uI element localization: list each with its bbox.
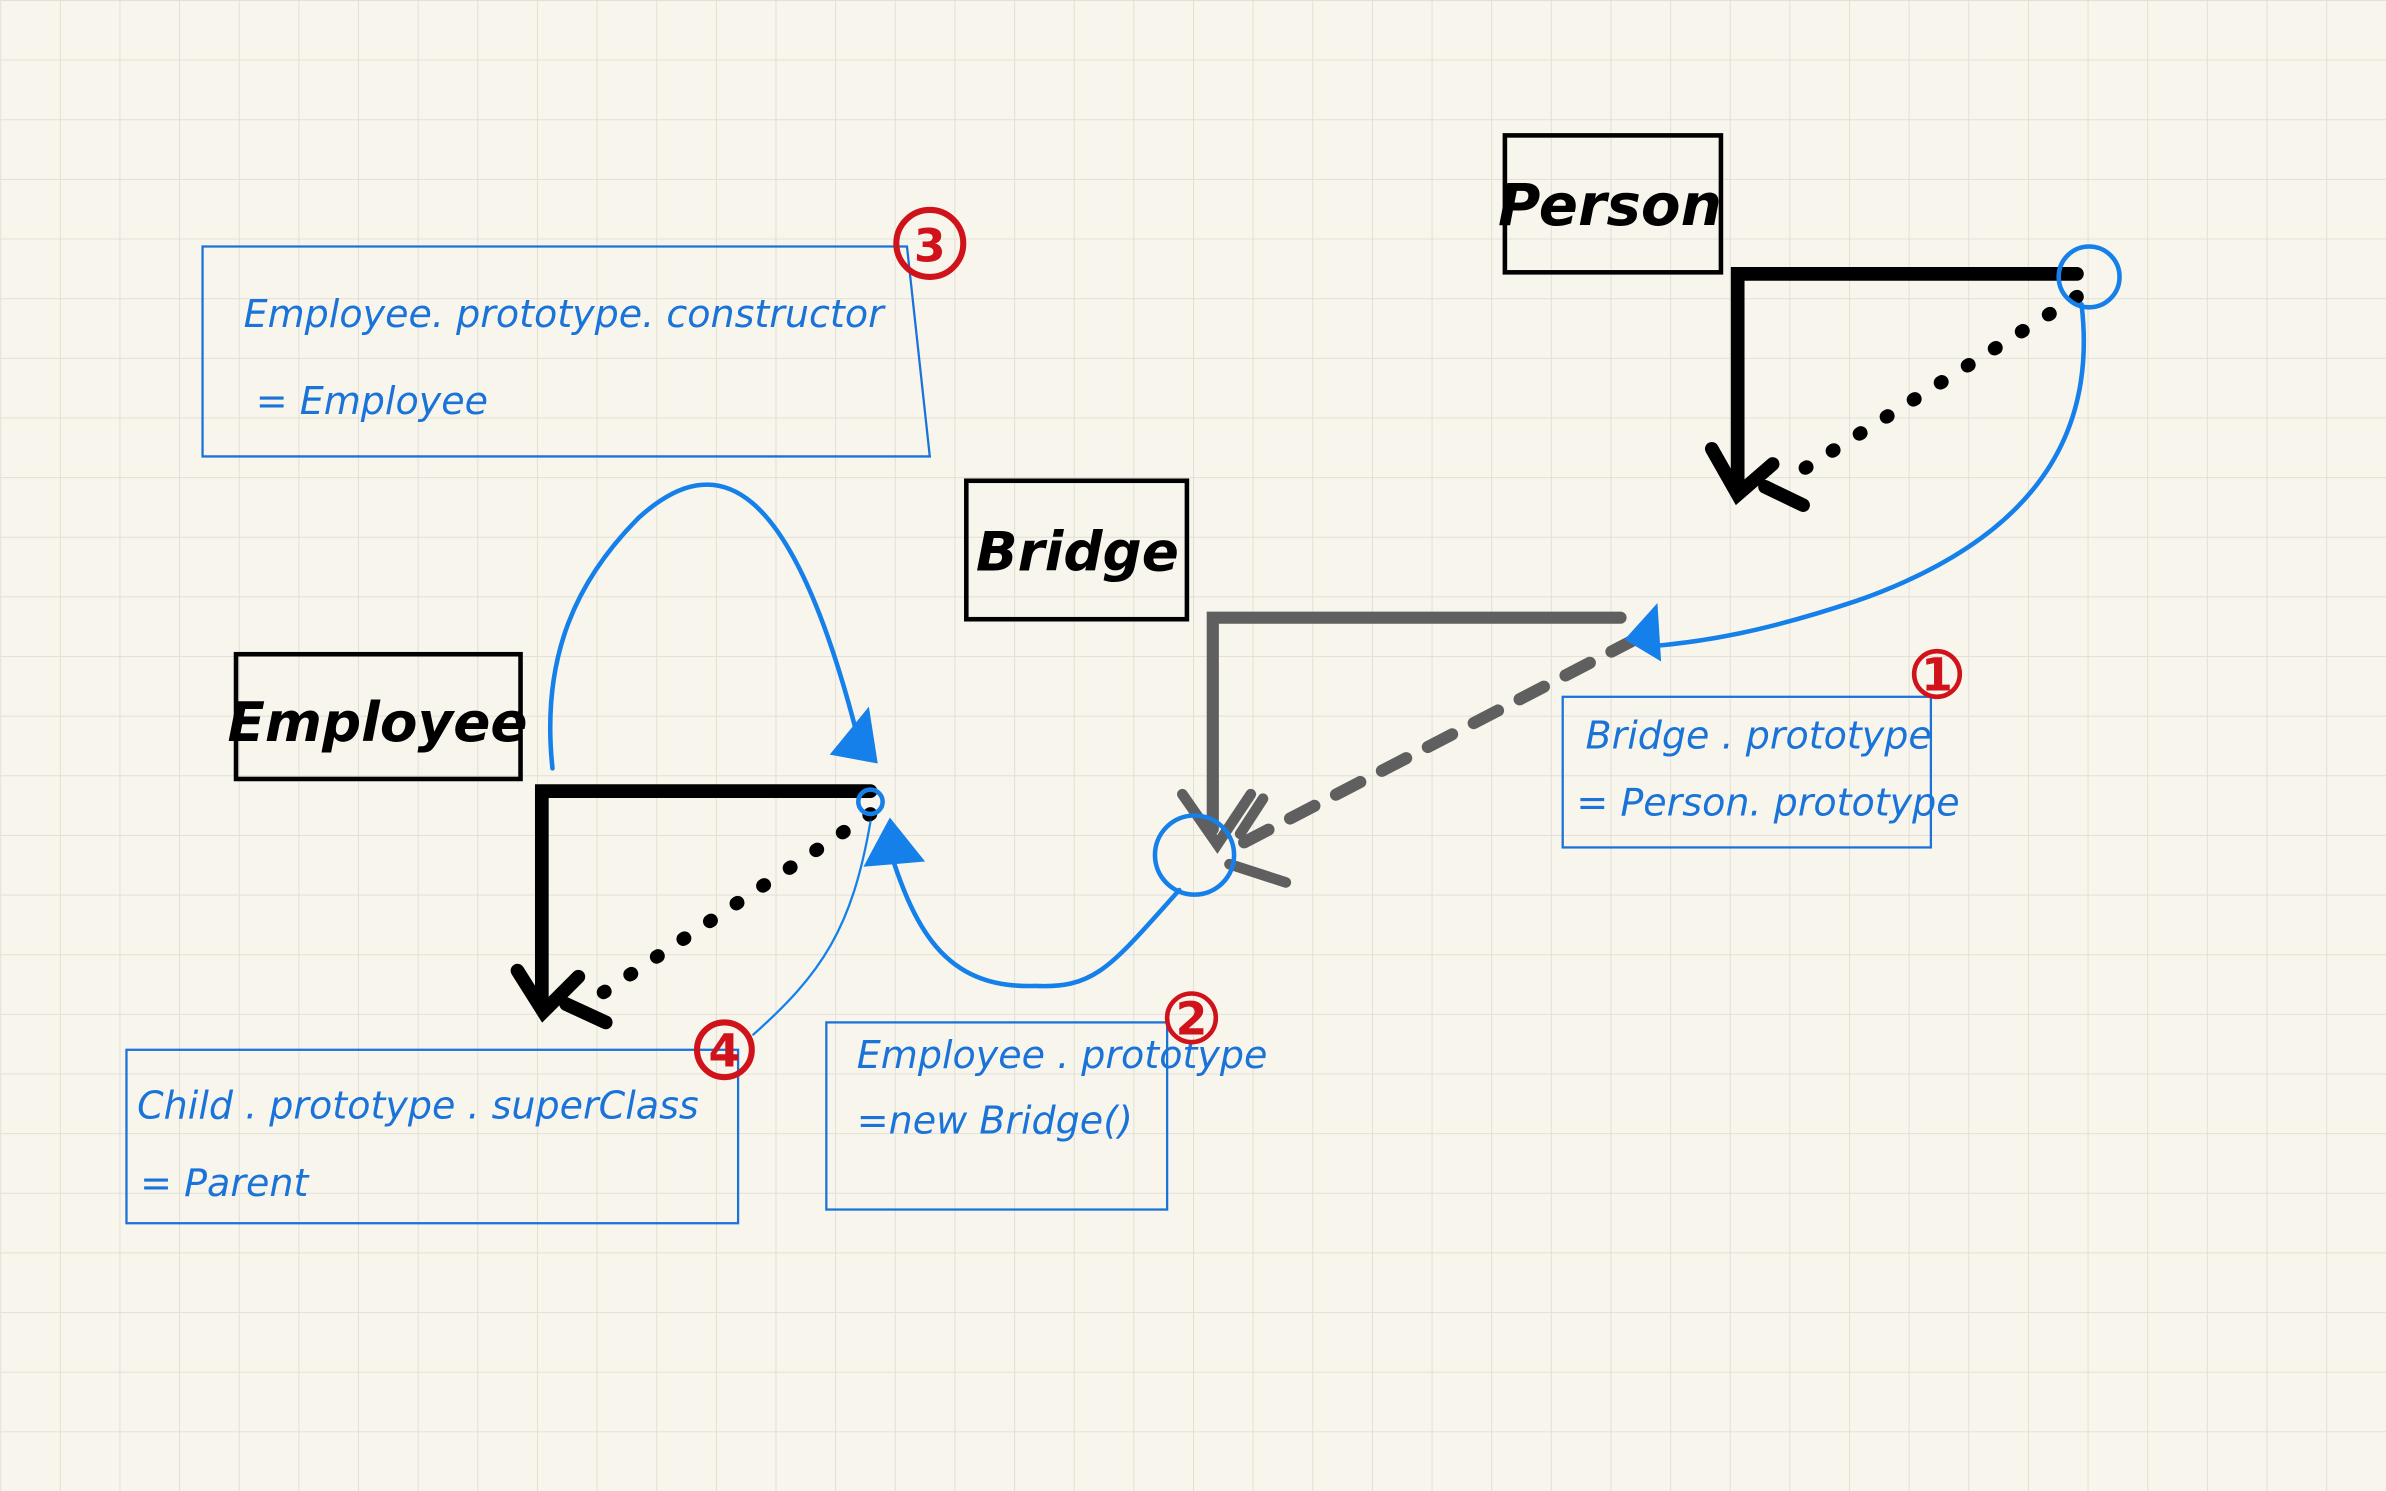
note-4: Child . prototype . superClass = Parent … bbox=[125, 1019, 755, 1225]
employee-class-box: Employee bbox=[227, 651, 528, 782]
note-3-line-1: Employee. prototype. constructor bbox=[244, 292, 886, 336]
badge-circle bbox=[1911, 648, 1963, 700]
employee-constructor-arrow bbox=[510, 784, 878, 1030]
note-2-line-2: =new Bridge() bbox=[857, 1098, 1133, 1142]
note-1-line-1: Bridge . prototype bbox=[1586, 714, 1932, 758]
bridge-class-box: Bridge bbox=[964, 478, 1190, 622]
curve-bridge-to-employee bbox=[883, 834, 1182, 989]
employee-prototype-circle bbox=[856, 787, 885, 817]
superclass-link-line bbox=[752, 820, 872, 1036]
note-1-line-2: = Person. prototype bbox=[1576, 780, 1959, 824]
bridge-instance-circle bbox=[1152, 813, 1237, 897]
note-4-line-1: Child . prototype . superClass bbox=[137, 1083, 699, 1127]
person-class-box: Person bbox=[1498, 133, 1724, 275]
person-label: Person bbox=[1498, 171, 1722, 239]
note-3-badge: 3 bbox=[914, 220, 946, 273]
curve-person-to-bridge bbox=[1644, 302, 2087, 649]
person-constructor-arrow bbox=[1704, 267, 2084, 512]
note-2-badge: 2 bbox=[1176, 993, 1208, 1046]
note-4-badge: 4 bbox=[709, 1025, 741, 1078]
note-3-line-2: = Employee bbox=[256, 379, 488, 423]
note-1: Bridge . prototype = Person. prototype 1 bbox=[1561, 648, 1963, 849]
note-2: Employee . prototype =new Bridge() 2 bbox=[825, 991, 1267, 1211]
arrowhead-icon bbox=[863, 817, 926, 867]
employee-label: Employee bbox=[227, 690, 527, 754]
prototype-link-curves bbox=[547, 244, 2122, 1036]
badge-circle bbox=[693, 1019, 755, 1081]
note-1-badge: 1 bbox=[1921, 649, 1953, 702]
note-3: Employee. prototype. constructor = Emplo… bbox=[201, 206, 967, 458]
badge-circle bbox=[1164, 991, 1219, 1045]
badge-circle bbox=[893, 206, 967, 280]
arrowhead-icon bbox=[829, 706, 878, 764]
arrowhead-icon bbox=[1624, 603, 1662, 662]
bridge-constructor-arrow bbox=[1177, 611, 1642, 888]
person-prototype-circle bbox=[2056, 244, 2122, 310]
curve-employee-loop bbox=[547, 482, 863, 771]
bridge-label: Bridge bbox=[976, 520, 1179, 584]
note-4-line-2: = Parent bbox=[140, 1161, 310, 1205]
